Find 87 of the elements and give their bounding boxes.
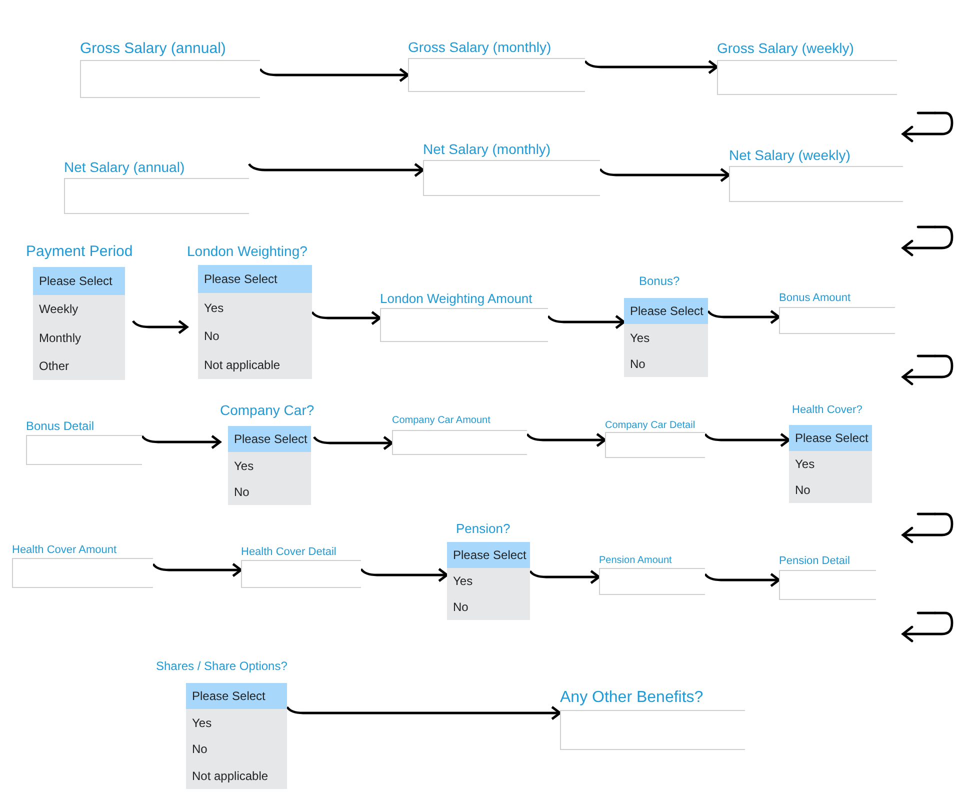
dropdown-field [220,402,314,506]
arrow [584,60,718,74]
arrow [704,432,790,448]
dropdown-field [26,243,133,380]
field-label: Gross Salary (annual) [80,40,226,58]
field-label: Net Salary (monthly) [423,141,551,158]
text-field [717,40,897,95]
list-option: Yes [624,324,708,351]
list-option: No [198,322,312,350]
list-option: Weekly [33,295,125,324]
field-label: Gross Salary (weekly) [717,40,854,57]
field-label: Bonus Amount [779,292,851,306]
arrow [313,436,394,450]
text-field [64,159,249,214]
selected-option: Please Select [624,298,708,324]
dropdown-field [624,274,708,378]
field-label: Health Cover Amount [12,544,117,558]
text-field [560,688,745,750]
list-option: Other [33,352,125,380]
text-field [779,292,895,334]
text-field [408,39,585,92]
list-option: Yes [789,450,872,477]
field-label: London Weighting Amount [380,291,532,307]
arrow [529,570,600,584]
selected-option: Please Select [186,682,287,710]
text-field [392,415,527,455]
arrow [132,320,188,334]
field-label: Pension Amount [599,555,672,567]
arrow [547,314,626,330]
field-label: Pension? [456,521,510,537]
text-field [241,546,361,588]
field-label: Company Car Amount [392,415,490,427]
selected-option: Please Select [198,264,312,294]
arrow [248,162,424,178]
dropdown-field [789,404,872,503]
arrow [704,572,780,588]
list-option: No [447,594,530,620]
arrow [599,168,730,182]
field-label: Net Salary (annual) [64,159,185,176]
arrow [311,310,382,326]
list-option: No [624,350,708,378]
arrow [152,562,242,578]
dropdown-field [156,659,288,789]
list-option: Not applicable [198,350,312,379]
field-label: Any Other Benefits? [560,688,704,708]
field-label: Health Cover Detail [241,546,336,560]
list-option: No [789,476,872,503]
text-field [80,40,260,98]
selected-option: Please Select [447,542,530,568]
selected-option: Please Select [33,267,125,296]
arrow [707,310,780,324]
field-label: London Weighting? [187,243,308,260]
field-label: Health Cover? [792,404,862,418]
list-option: Yes [228,452,311,479]
dropdown-field [187,243,312,379]
list-option: Yes [186,709,287,736]
field-label: Company Car Detail [605,420,696,432]
list-option: No [228,478,311,506]
text-field [605,420,705,458]
list-option: Yes [447,568,530,594]
text-field [26,419,142,465]
field-label: Company Car? [220,402,314,419]
selected-option: Please Select [228,426,311,452]
dropdown-field [447,521,530,620]
list-option: No [186,736,287,762]
text-field [380,291,548,342]
field-label: Payment Period [26,243,133,261]
text-field [599,555,705,595]
list-option: Yes [198,293,312,322]
field-label: Gross Salary (monthly) [408,39,552,56]
arrow [286,706,562,720]
list-option: Not applicable [186,762,287,789]
field-label: Net Salary (weekly) [729,147,850,164]
arrow [259,68,410,82]
field-label: Pension Detail [779,555,850,568]
arrow [526,432,606,448]
field-label: Bonus Detail [26,419,94,434]
text-field [423,141,600,196]
arrow [360,568,448,582]
field-label: Shares / Share Options? [156,659,288,674]
text-field [12,544,153,588]
list-option: Monthly [33,324,125,352]
arrow [141,434,222,450]
selected-option: Please Select [789,424,872,451]
field-label: Bonus? [639,274,680,288]
text-field [779,555,876,600]
text-field [729,147,903,202]
